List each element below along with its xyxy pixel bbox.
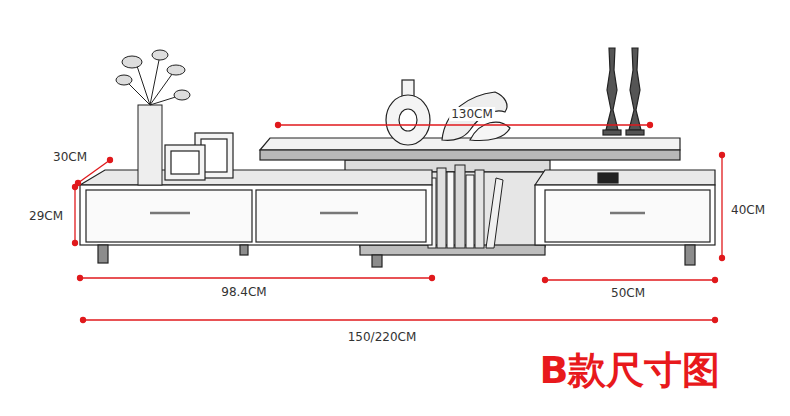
dimension-lines-part: [543, 278, 548, 283]
flower-vase-part: [167, 65, 185, 75]
candle-holders-part: [629, 48, 641, 130]
dimension-label: 30CM: [51, 150, 89, 164]
left-unit: [80, 170, 432, 263]
right-unit-part: [598, 173, 618, 183]
dimension-label: 150/220CM: [346, 330, 419, 344]
dimension-lines-part: [78, 276, 83, 281]
left-unit-part: [98, 245, 108, 263]
books-part: [486, 178, 503, 248]
center-vase-part: [386, 95, 430, 145]
dimension-label: 98.4CM: [219, 285, 268, 299]
flower-vase-part: [138, 105, 162, 185]
dimension-lines-part: [713, 278, 718, 283]
dimension-lines: [73, 123, 725, 323]
top-shelf-part: [260, 150, 680, 160]
left-unit-part: [86, 190, 252, 242]
dimension-lines-part: [720, 256, 725, 261]
fish-sculpture: [442, 92, 510, 141]
dimension-lines-part: [278, 124, 650, 125]
dimension-lines-part: [80, 277, 432, 278]
dimension-lines-part: [73, 241, 78, 246]
books: [428, 165, 503, 248]
dimension-label: 130CM: [449, 107, 495, 121]
left-unit-part: [80, 185, 432, 245]
dimension-lines-part: [276, 123, 281, 128]
books-part: [466, 175, 474, 248]
left-unit-part: [256, 190, 426, 242]
title: B款尺寸图: [540, 348, 721, 392]
right-unit-part: [545, 190, 710, 242]
books-part: [455, 165, 465, 248]
center-vase: [386, 80, 430, 145]
dimension-lines-part: [720, 153, 725, 158]
candle-holders-part: [626, 130, 644, 135]
dimension-lines-part: [721, 155, 722, 258]
books-part: [447, 172, 454, 248]
left-unit-part: [150, 212, 190, 215]
dimension-lines-part: [648, 123, 653, 128]
right-unit-part: [685, 245, 695, 265]
dimension-label: 29CM: [27, 209, 65, 223]
dimension-lines-part: [108, 158, 113, 163]
dimension-lines-part: [73, 185, 78, 190]
right-unit-part: [535, 185, 715, 245]
candle-holders-part: [606, 48, 618, 130]
top-shelf: [260, 138, 680, 160]
dimension-lines-part: [713, 318, 718, 323]
dimension-lines-part: [81, 318, 86, 323]
photo-frames-part: [171, 151, 199, 174]
dimension-label: 40CM: [729, 203, 767, 217]
flower-vase-part: [116, 75, 132, 85]
candle-holders-part: [603, 130, 621, 135]
dimension-lines-part: [545, 279, 715, 280]
left-unit-part: [80, 170, 432, 185]
right-unit: [535, 170, 715, 265]
dimension-lines-part: [83, 319, 715, 320]
flower-vase-part: [152, 50, 168, 60]
photo-frames: [165, 133, 233, 180]
right-unit-part: [535, 170, 715, 185]
books-part: [475, 170, 484, 248]
left-unit-part: [320, 212, 358, 215]
dimension-label: 50CM: [609, 286, 647, 300]
middle-unit-part: [372, 255, 382, 267]
left-unit-part: [240, 245, 248, 255]
candle-holders: [603, 48, 644, 135]
flower-vase-part: [122, 56, 142, 68]
center-vase-part: [399, 109, 417, 131]
dimension-lines-part: [430, 276, 435, 281]
dimension-lines-part: [74, 187, 75, 243]
books-part: [437, 168, 446, 248]
photo-frames-part: [165, 145, 205, 180]
right-unit-part: [610, 212, 645, 215]
flower-vase-part: [174, 90, 190, 100]
